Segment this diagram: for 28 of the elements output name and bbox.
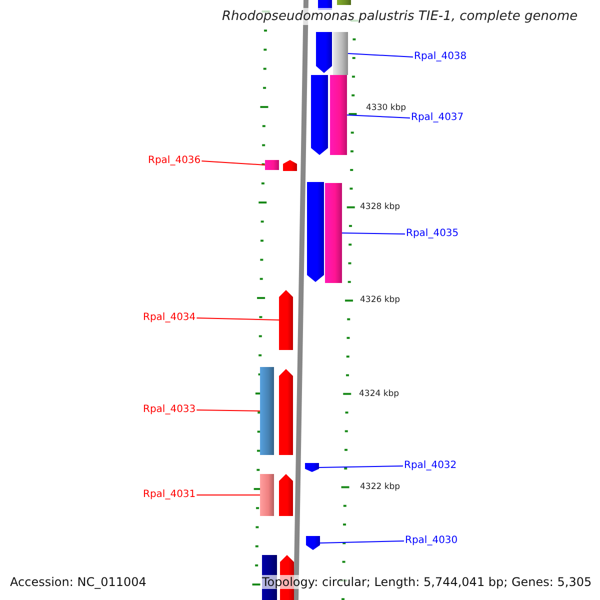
leader-line <box>348 53 414 58</box>
scale-label: 4328 kbp <box>360 202 400 212</box>
gene-label: Rpal_4038 <box>414 51 467 63</box>
leader-line <box>196 318 280 320</box>
gene-label: Rpal_4035 <box>406 228 459 240</box>
leader-line <box>196 494 260 496</box>
footer-text: Topology: circular; Length: 5,744,041 bp; Genes: 5,305 <box>262 575 592 589</box>
scale-label: 4330 kbp <box>366 103 406 113</box>
leader-line <box>320 540 404 544</box>
gene-label: Rpal_4037 <box>411 112 464 124</box>
gene-label: Rpal_4030 <box>405 535 458 547</box>
gene-arrow-icon <box>306 536 320 550</box>
scale-label: 4324 kbp <box>359 389 400 399</box>
gene-arrow-icon <box>305 463 319 472</box>
gene-label: Rpal_4034 <box>143 312 196 324</box>
leader-line <box>201 160 266 166</box>
leader-line <box>346 114 410 118</box>
gene-label: Rpal_4036 <box>148 155 201 167</box>
leader-line <box>196 410 260 412</box>
footer-text: Accession: NC_011004 <box>10 575 146 589</box>
scale-label: 4322 kbp <box>360 482 400 492</box>
scale-label: 4326 kbp <box>360 295 400 305</box>
gene-label: Rpal_4031 <box>143 489 196 501</box>
gene-arrow-icon <box>279 290 293 350</box>
leader-line <box>342 232 406 234</box>
gene-label: Rpal_4032 <box>404 460 457 472</box>
leader-line <box>318 466 404 468</box>
gene-label: Rpal_4033 <box>143 404 196 416</box>
